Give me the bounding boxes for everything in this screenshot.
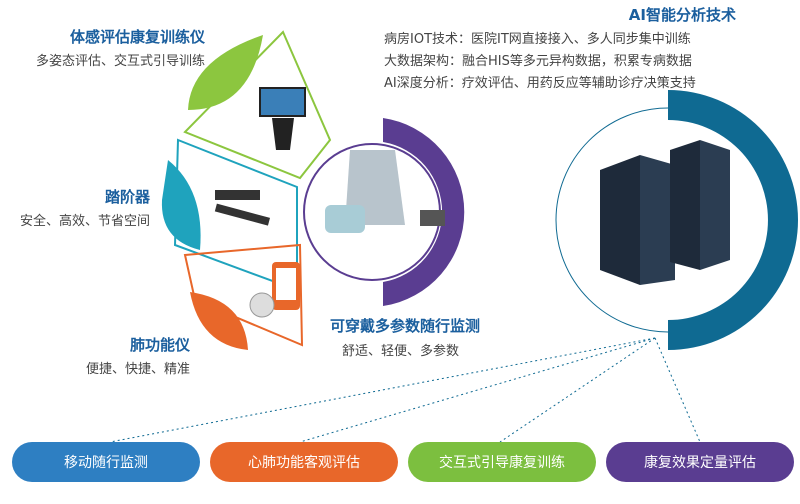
kiosk-stand — [272, 118, 294, 150]
wearable-desc: 舒适、轻便、多参数 — [342, 344, 460, 359]
device-desc-stepper: 安全、高效、节省空间 — [19, 214, 150, 229]
pill-mobile-monitoring: 移动随行监测 — [12, 442, 200, 482]
connector-line — [299, 337, 656, 443]
pill-interactive-training: 交互式引导康复训练 — [408, 442, 596, 482]
leaf-teal — [161, 160, 201, 250]
pill-quantitative-evaluation: 康复效果定量评估 — [606, 442, 794, 482]
server-arc — [668, 90, 798, 350]
connector-lines — [109, 337, 701, 443]
leaf-orange — [190, 292, 248, 350]
server-image — [600, 140, 730, 285]
monitor-device-image — [420, 210, 445, 226]
wearable-title: 可穿戴多参数随行监测 — [330, 317, 481, 335]
ai-line-2: 大数据架构：融合HIS等多元异构数据，积累专病数据 — [384, 54, 692, 69]
ai-title: AI智能分析技术 — [628, 6, 736, 24]
device-title-stepper: 踏阶器 — [104, 188, 150, 206]
wearable-arc — [383, 118, 465, 306]
pill-cardiopulmonary-assessment: 心肺功能客观评估 — [210, 442, 398, 482]
stepper-image — [214, 190, 271, 226]
leaf-green — [188, 35, 263, 110]
device-title-motion: 体感评估康复训练仪 — [69, 28, 205, 46]
device-desc-spirometer: 便捷、快捷、精准 — [85, 362, 190, 377]
spirometer-sensor — [249, 292, 275, 318]
ai-line-1: 病房IOT技术：医院IT网直接接入、多人同步集中训练 — [384, 32, 691, 47]
ai-line-3: AI深度分析：疗效评估、用药反应等辅助诊疗决策支持 — [384, 76, 696, 91]
spirometer-screen — [276, 268, 296, 300]
sensor-pad-image — [325, 205, 365, 233]
panel-outline-orange — [183, 243, 304, 347]
connector-line — [654, 337, 701, 443]
device-title-spirometer: 肺功能仪 — [129, 336, 190, 354]
kiosk-image — [259, 87, 306, 117]
connector-line — [499, 337, 656, 443]
device-desc-motion: 多姿态评估、交互式引导训练 — [35, 54, 205, 69]
